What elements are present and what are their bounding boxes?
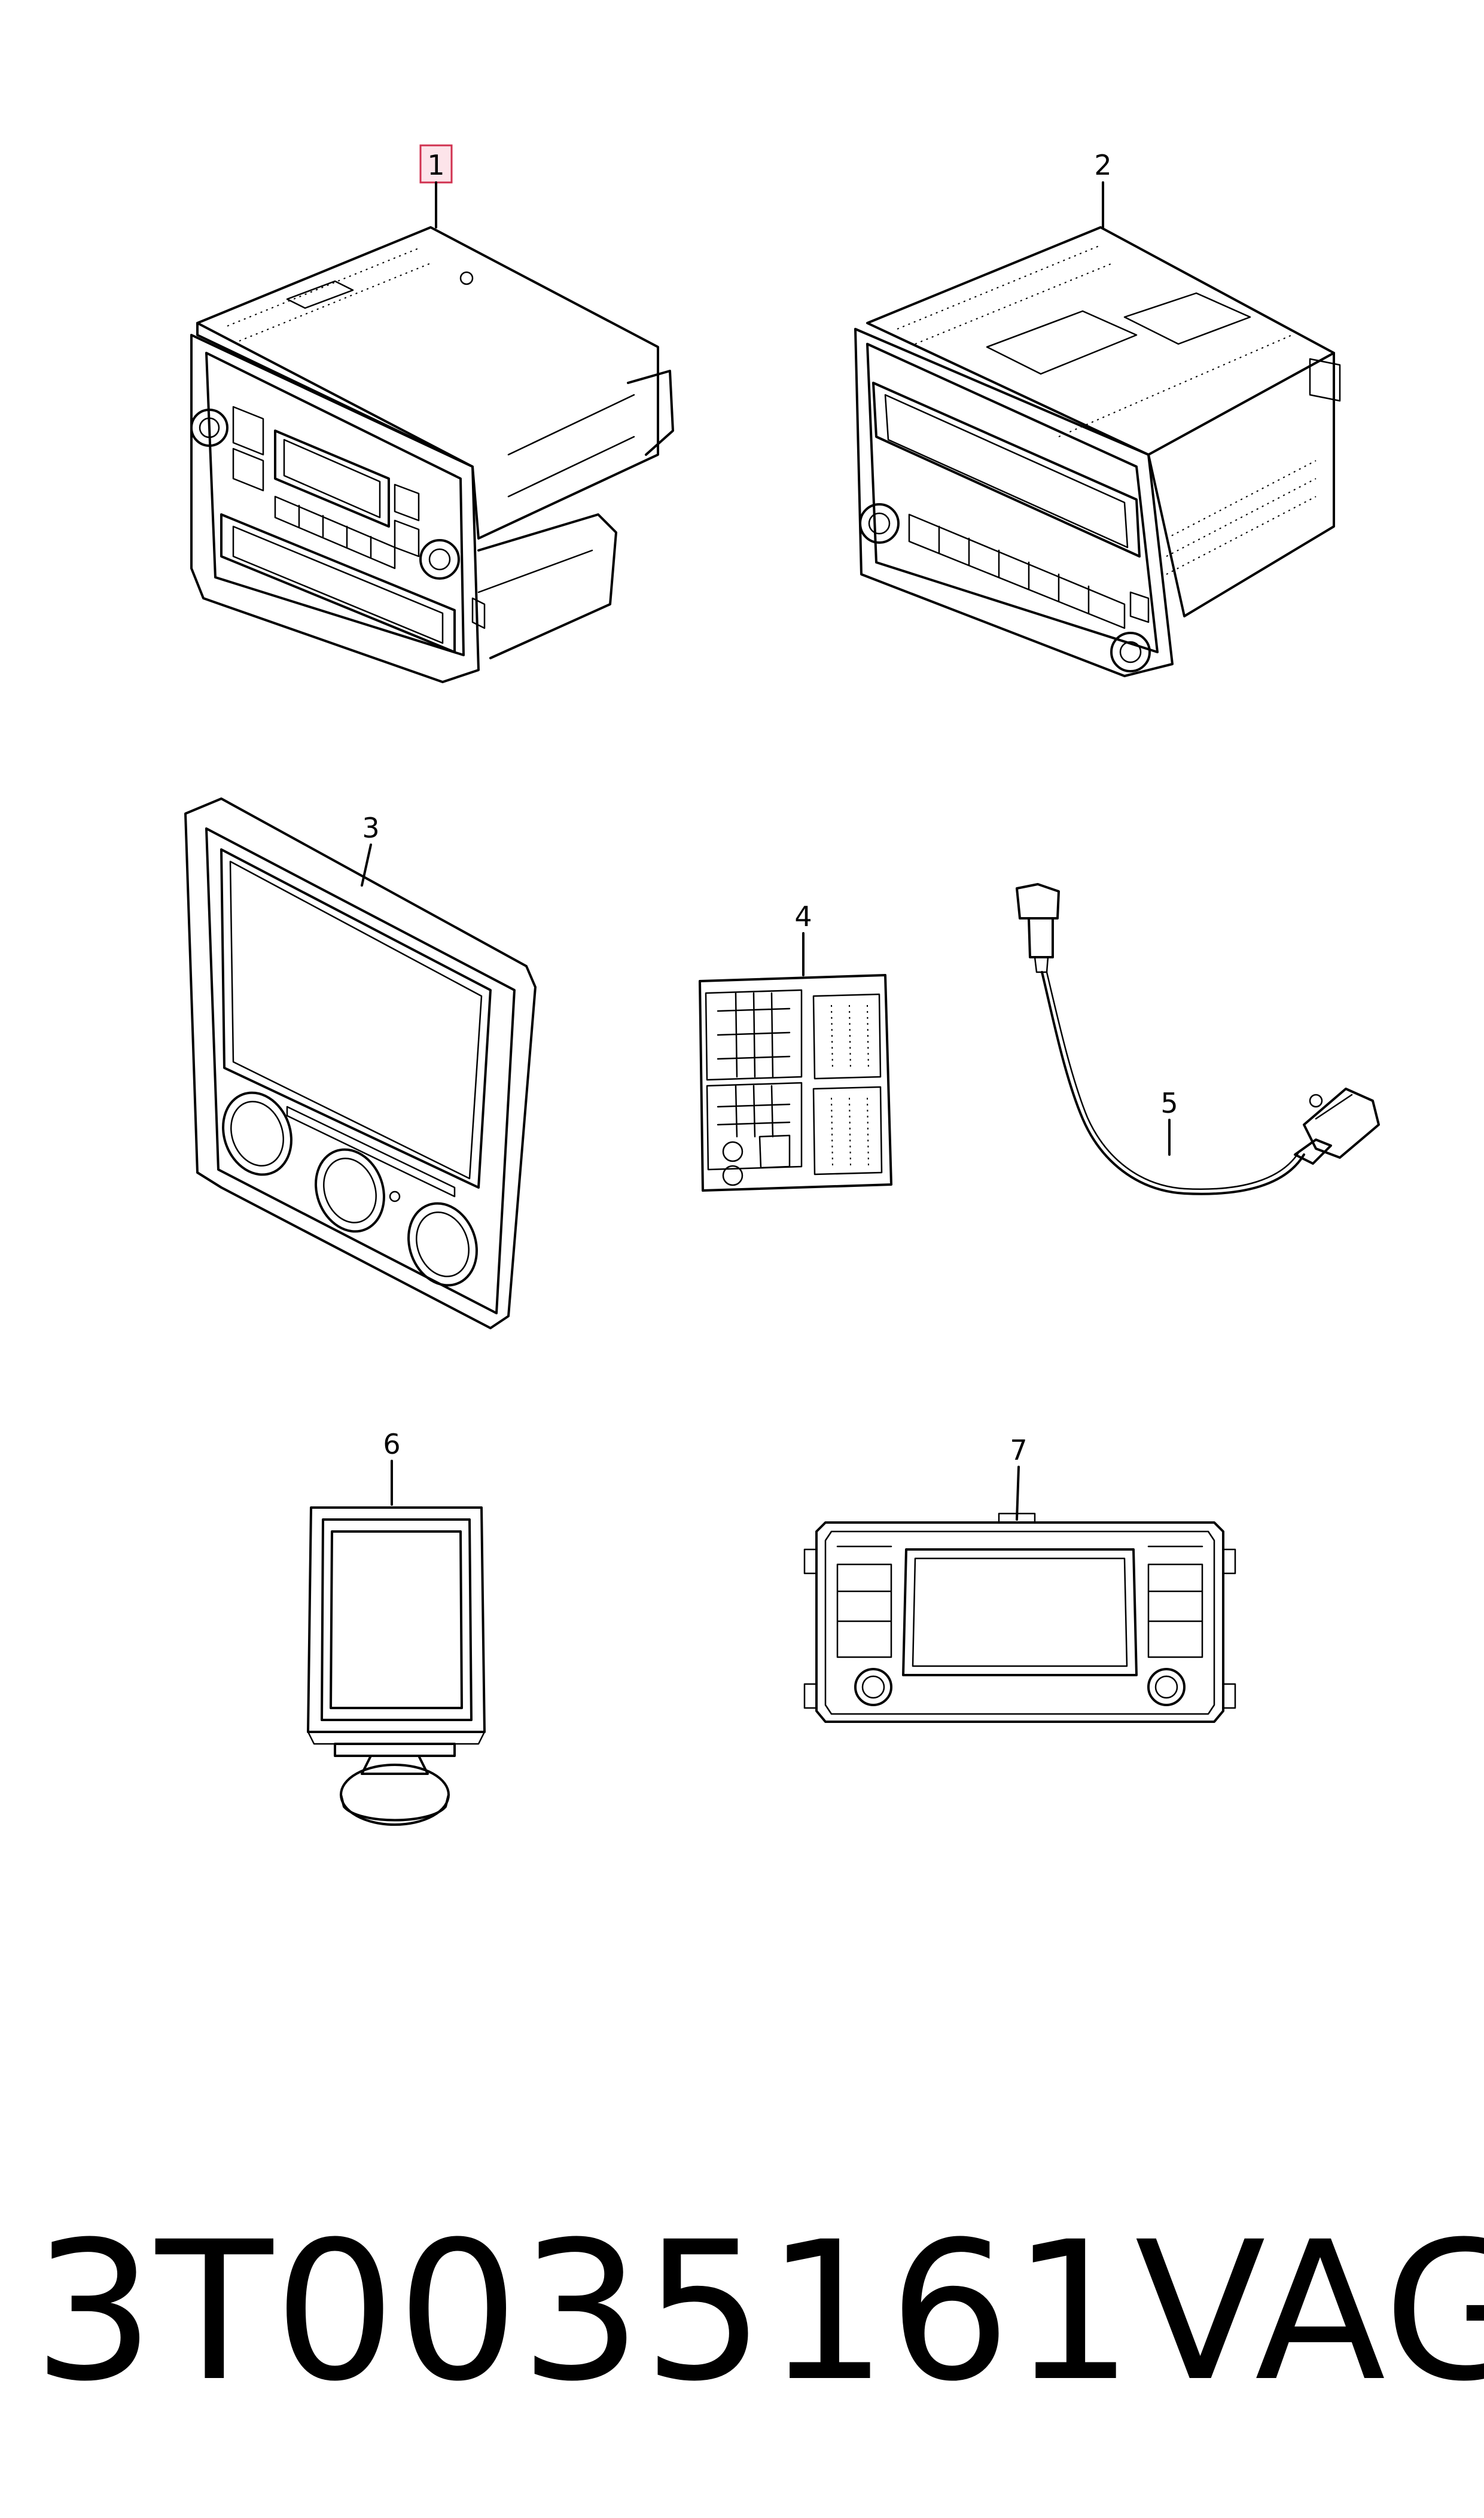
part-number: 3T0035161 bbox=[33, 2201, 1135, 2423]
callout-2-label: 2 bbox=[1094, 149, 1111, 181]
callout-4-label: 4 bbox=[794, 900, 812, 933]
callout-3-label: 3 bbox=[362, 812, 379, 844]
parts-diagram: 1 2 bbox=[184, 144, 1380, 1826]
callout-1-label: 1 bbox=[427, 149, 444, 181]
part-6-display-mount: 6 bbox=[307, 1428, 486, 1826]
part-3-center-trim-panel: 3 bbox=[184, 797, 537, 1329]
callout-7-label: 7 bbox=[1010, 1434, 1027, 1466]
part-2-radio-unit: 2 bbox=[854, 149, 1341, 677]
callout-6-label: 6 bbox=[383, 1428, 400, 1460]
brand-name: VAG bbox=[1135, 2201, 1484, 2423]
part-1-radio-unit: 1 bbox=[190, 144, 674, 683]
part-5-cable: 5 bbox=[1016, 883, 1380, 1195]
part-number-footer: 3T0035161 VAG bbox=[33, 2178, 1484, 2447]
part-4-connector-adapter: 4 bbox=[699, 900, 892, 1192]
callout-5-label: 5 bbox=[1160, 1087, 1178, 1119]
part-7-touchscreen-unit: 7 bbox=[803, 1434, 1236, 1723]
